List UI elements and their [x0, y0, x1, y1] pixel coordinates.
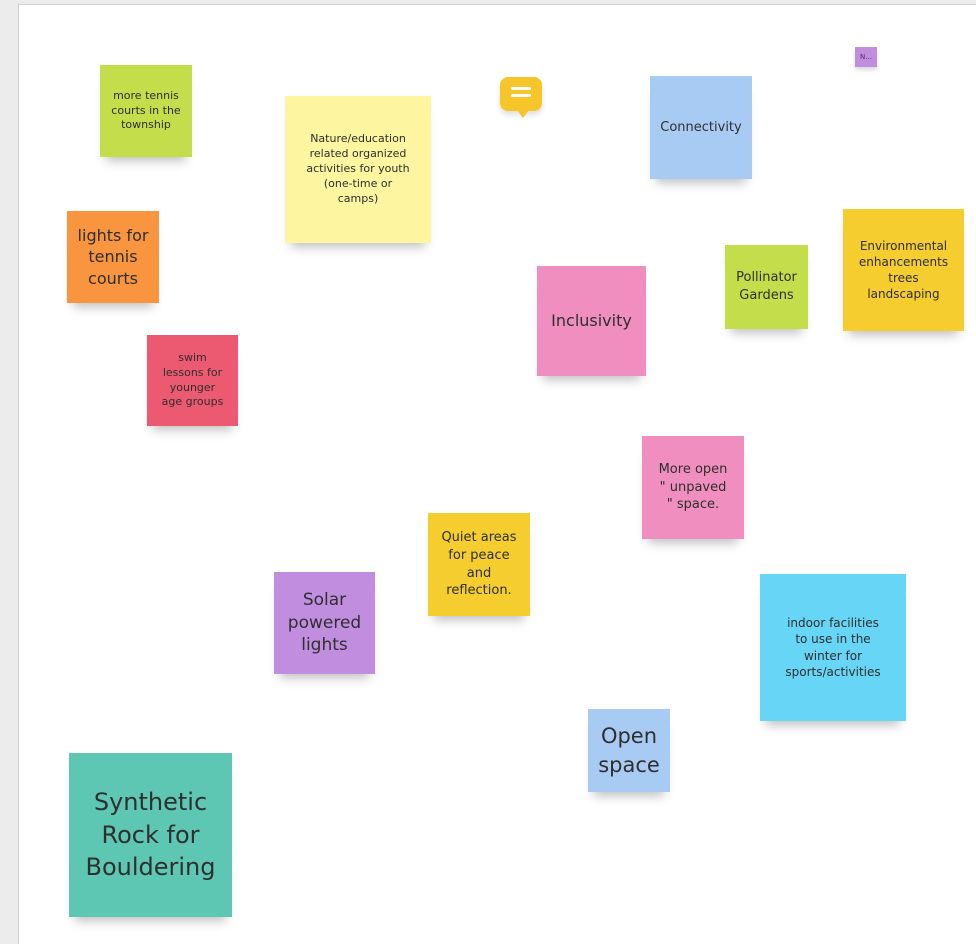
sticky-note-text: Nature/education related organized activ…	[306, 132, 410, 205]
sticky-note-text: lights for tennis courts	[77, 225, 149, 288]
sticky-note-text: swim lessons for younger age groups	[161, 350, 224, 409]
sticky-note-swim-lessons[interactable]: swim lessons for younger age groups	[147, 335, 238, 426]
sticky-note-connectivity[interactable]: Connectivity	[650, 76, 752, 179]
sticky-note-text: Solar powered lights	[287, 589, 362, 656]
sticky-note-quiet-areas[interactable]: Quiet areas for peace and reflection.	[428, 513, 530, 616]
sticky-note-nature-education[interactable]: Nature/education related organized activ…	[285, 96, 431, 243]
sticky-note-environmental[interactable]: Environmental enhancements trees landsca…	[843, 209, 964, 331]
sticky-note-indoor-facilities[interactable]: indoor facilities to use in the winter f…	[760, 574, 906, 721]
sticky-note-text: Pollinator Gardens	[736, 270, 797, 303]
sticky-note-text: Synthetic Rock for Bouldering	[85, 788, 216, 882]
sticky-note-text: Quiet areas for peace and reflection.	[441, 530, 517, 599]
whiteboard-canvas[interactable]: N... more tennis courts in the township …	[18, 4, 976, 944]
sticky-note-text: Connectivity	[660, 119, 742, 135]
sticky-note-tennis-courts[interactable]: more tennis courts in the township	[100, 65, 192, 157]
sticky-note-text: Environmental enhancements trees landsca…	[858, 238, 949, 302]
sticky-note-open-space[interactable]: Open space	[588, 709, 670, 792]
sticky-note-open-unpaved[interactable]: More open " unpaved " space.	[642, 436, 744, 539]
sticky-note-text: Inclusivity	[551, 311, 632, 331]
sticky-note-solar-lights[interactable]: Solar powered lights	[274, 572, 375, 674]
sticky-note-text: Open space	[598, 724, 660, 777]
sticky-note-lights-tennis[interactable]: lights for tennis courts	[67, 211, 159, 303]
mini-sticky-note[interactable]: N...	[855, 47, 877, 67]
sticky-note-pollinator[interactable]: Pollinator Gardens	[725, 245, 808, 329]
sticky-note-text: More open " unpaved " space.	[658, 462, 728, 513]
comment-icon[interactable]	[500, 77, 542, 118]
sticky-note-text: indoor facilities to use in the winter f…	[785, 616, 881, 679]
sticky-note-inclusivity[interactable]: Inclusivity	[537, 266, 646, 376]
sticky-note-synthetic-rock[interactable]: Synthetic Rock for Bouldering	[69, 753, 232, 917]
sticky-note-text: more tennis courts in the township	[111, 88, 181, 132]
